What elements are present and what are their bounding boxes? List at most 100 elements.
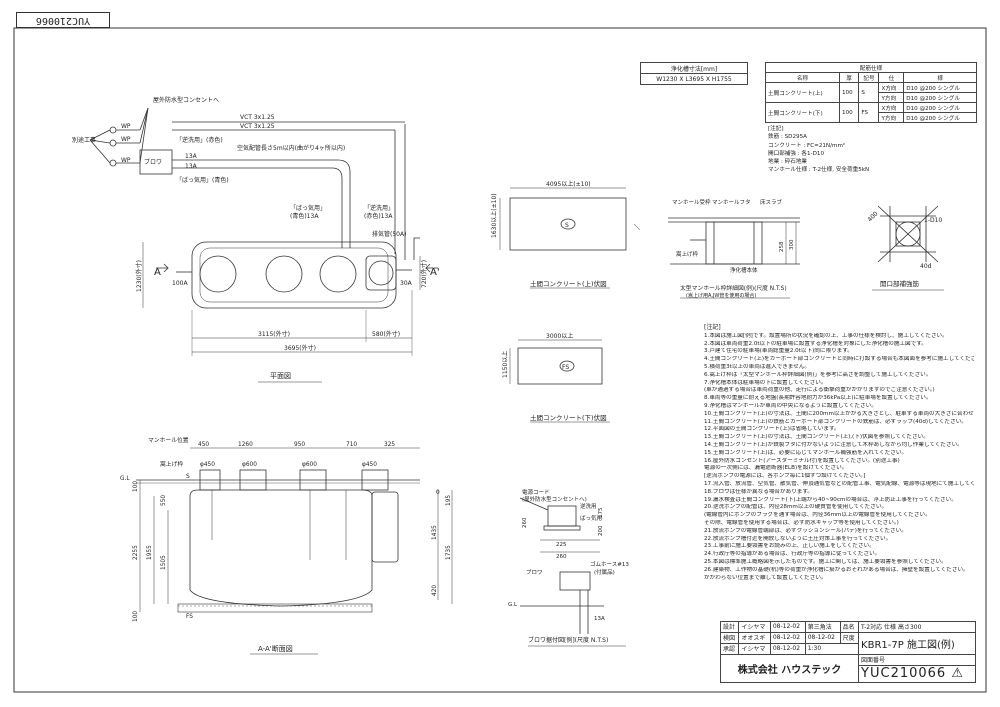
- manhole-frame: マンホール受枠: [672, 198, 711, 206]
- blower-return: 逆洗用: [580, 502, 597, 510]
- note-item: 22.放流ポンプ槽付近を開放しないように土圧対策工事を行ってください。: [704, 535, 892, 542]
- blower-d175: 175: [598, 507, 604, 518]
- tb-rev-date: 08-12-02: [804, 631, 841, 644]
- note-item: 5.横荷重3t以上の車両は進入できません。: [704, 363, 811, 370]
- note-item: 14.土間コンクリート(上)が鉄製フタに付かないように注意して木枠あしながら均し…: [704, 441, 963, 448]
- section-d600a: φ600: [242, 462, 257, 468]
- label-outdoor-outlet: 屋外防水型コンセントへ: [153, 96, 219, 104]
- spec-title: 配筋仕様: [765, 62, 977, 73]
- label-vct1: VCT 3x1.25: [240, 114, 275, 121]
- section-d450b: φ450: [362, 462, 377, 468]
- top-slab-mark: S: [565, 222, 569, 229]
- section-w710: 710: [346, 442, 357, 448]
- top-slab-width: 4095以上(±10): [546, 180, 591, 188]
- section-h0: 0: [436, 490, 440, 496]
- top-slab-view: [499, 187, 641, 289]
- label-power-work: 別途工事: [72, 136, 96, 144]
- note-item: 6.嵩上げ枠は「太型マンホール枠詳細図(例)」を参考に高さを調整して施工してくだ…: [704, 371, 932, 378]
- tb-date-2: 08-12-02: [769, 631, 806, 644]
- tb-drawing-name: 施工図(例): [906, 639, 955, 651]
- note-item: 8.車両等の重量に耐える地盤(長期許容地耐力が36kPa以上)に駐車場を設置して…: [704, 395, 932, 402]
- blower-power-cord: 電源コード: [522, 488, 550, 496]
- spec-r1-yv: D10 @200 シングル: [903, 92, 977, 103]
- spec-h-spec2: 様: [903, 72, 977, 83]
- blower-d200: 200: [598, 525, 604, 536]
- title-block: 設計 イシヤマ 08-12-02 第三角法 品名 T-2対応 仕様 高さ300 …: [719, 621, 976, 684]
- spec-r2-name: 土間コンクリート(下): [765, 102, 840, 123]
- label-13a-2: 13A: [185, 163, 198, 170]
- plan-view-title: 平面図: [270, 372, 291, 380]
- label-return-tag: 「逆洗用」: [364, 204, 394, 212]
- label-vent: 排気管(50A): [372, 230, 406, 238]
- tank-dimension-table: 浄化槽寸法[mm] W1230 X L3695 X H1755: [640, 62, 748, 85]
- section-w450: 450: [198, 442, 209, 448]
- section-w1260: 1260: [238, 442, 253, 448]
- top-slab-height: 1630以上(±10): [490, 193, 498, 238]
- tb-name-1: イシヤマ: [738, 621, 771, 633]
- rebar-spec-table: 配筋仕様 名称 厚 記号 仕 様 土間コンクリート(上) 100 S X方向 D…: [765, 62, 977, 123]
- spec-h-name: 名称: [765, 72, 840, 83]
- note-item: 25.本図は標準施工概略図を示したものです。施工に関しては、施工要領書を参照して…: [704, 558, 947, 565]
- note-item: 7.浄化槽本体は駐車場の下に設置してください。: [704, 379, 827, 386]
- notes-list: 1.本図は施工図[例]です。設置場所の状況を確認の上、工事の仕様を検討し、施工し…: [704, 333, 974, 583]
- dim-580: 580(外寸): [372, 330, 400, 338]
- label-wp3: WP: [121, 157, 131, 164]
- bottom-slab-view: [509, 339, 610, 423]
- label-aeration-pipe: 「ばっ気用」(青色): [176, 176, 229, 184]
- manhole-water: 浄化槽本体: [730, 266, 758, 274]
- spec-note-3: 開口部補強 : 各1-D10: [768, 150, 825, 157]
- blower-attached: (付属品): [594, 568, 615, 576]
- tb-product-note: T-2対応 仕様 高さ300: [858, 621, 976, 633]
- bottom-slab-mark: FS: [562, 364, 569, 371]
- tb-date-1: 08-12-02: [769, 621, 806, 633]
- opening-cover: 40d: [920, 263, 932, 270]
- blower-aeration: ばっ気用: [580, 514, 602, 522]
- spec-r1-mark: S: [858, 82, 880, 103]
- spec-r2-y: Y方向: [878, 112, 905, 123]
- note-item: 電源の一次側には、漏電遮断器(ELB)を設けてください。: [704, 465, 848, 472]
- manhole-raise: 嵩上げ枠: [676, 250, 699, 258]
- label-outlet: 30A: [400, 280, 413, 287]
- tb-product-name: KBR1-7P: [861, 639, 904, 651]
- blower-d260b: 260: [522, 517, 528, 528]
- note-item: かかわらない位置まで離して設置してください。: [704, 574, 827, 581]
- top-slab-title: 土間コンクリート(上)伏図: [530, 279, 607, 288]
- note-item: 11.土間コンクリート(上)の鉄筋とカーポート部コンクリートの鉄筋は、必ずラップ…: [704, 418, 967, 425]
- spec-h-spec: 仕: [878, 72, 905, 83]
- warning-icon: ⚠: [951, 666, 964, 682]
- spec-notes-title: [注記]: [768, 126, 784, 132]
- notes-title: [注記]: [704, 324, 721, 331]
- spec-note-4: 地業 : 砕石地業: [768, 159, 808, 166]
- section-h550: 550: [161, 495, 167, 506]
- blower-label: ブロワ: [526, 568, 543, 576]
- label-aeration-tag: 「ばっ気用」: [290, 204, 326, 212]
- section-h1435: 1435: [432, 525, 438, 540]
- manhole-title: 太型マンホール枠詳細図(例)(尺度 N.T.S): [680, 284, 787, 292]
- spec-r2-xv: D10 @200 シングル: [903, 102, 977, 113]
- note-item: 24.行政庁等の指導がある場合は、行政庁等の指導に従ってください。: [704, 551, 881, 558]
- manhole-slope: 床スラブ: [760, 198, 783, 206]
- spec-r2-thick: 100: [838, 102, 860, 123]
- blower-outlet: (屋外防水型コンセントへ): [522, 495, 587, 503]
- note-item: 20.逆洗ポンプの配管は、内径28mm以上の硬質管を使用してください。: [704, 504, 888, 511]
- note-item: 26.建築物、工作物の基礎(杭)等の荷重が浄化槽に掛かるおそれがある場合は、擁壁…: [704, 566, 969, 573]
- section-gl: G.L: [120, 476, 130, 482]
- spec-r1-x: X方向: [878, 82, 905, 93]
- tb-drawing-no-cell: YUC210066 ⚠: [858, 664, 976, 684]
- tb-item-label: 品名: [839, 621, 860, 633]
- spec-h-thick: 厚: [838, 72, 860, 83]
- opening-len: 400: [866, 210, 879, 223]
- label-wp2: WP: [121, 136, 131, 143]
- section-title: A-A'断面図: [258, 644, 293, 653]
- tb-scale-label: 尺度: [839, 631, 860, 644]
- section-w325: 325: [384, 442, 395, 448]
- bottom-slab-title: 土間コンクリート(下)伏図: [530, 413, 607, 422]
- label-vct2: VCT 3x1.25: [240, 123, 275, 130]
- note-item: (電線管内にポンプのプラグを通す場合は、内径36mm以上の電線管を使用してくださ…: [704, 512, 931, 519]
- blower-title: ブロワ据付図[例](尺度 N.T.S): [528, 636, 608, 644]
- section-h100a: 100: [133, 481, 139, 492]
- section-d600b: φ600: [302, 462, 317, 468]
- section-fs: FS: [186, 614, 193, 620]
- spec-r1-thick: 100: [838, 82, 860, 103]
- spec-r2-mark: FS: [858, 102, 880, 123]
